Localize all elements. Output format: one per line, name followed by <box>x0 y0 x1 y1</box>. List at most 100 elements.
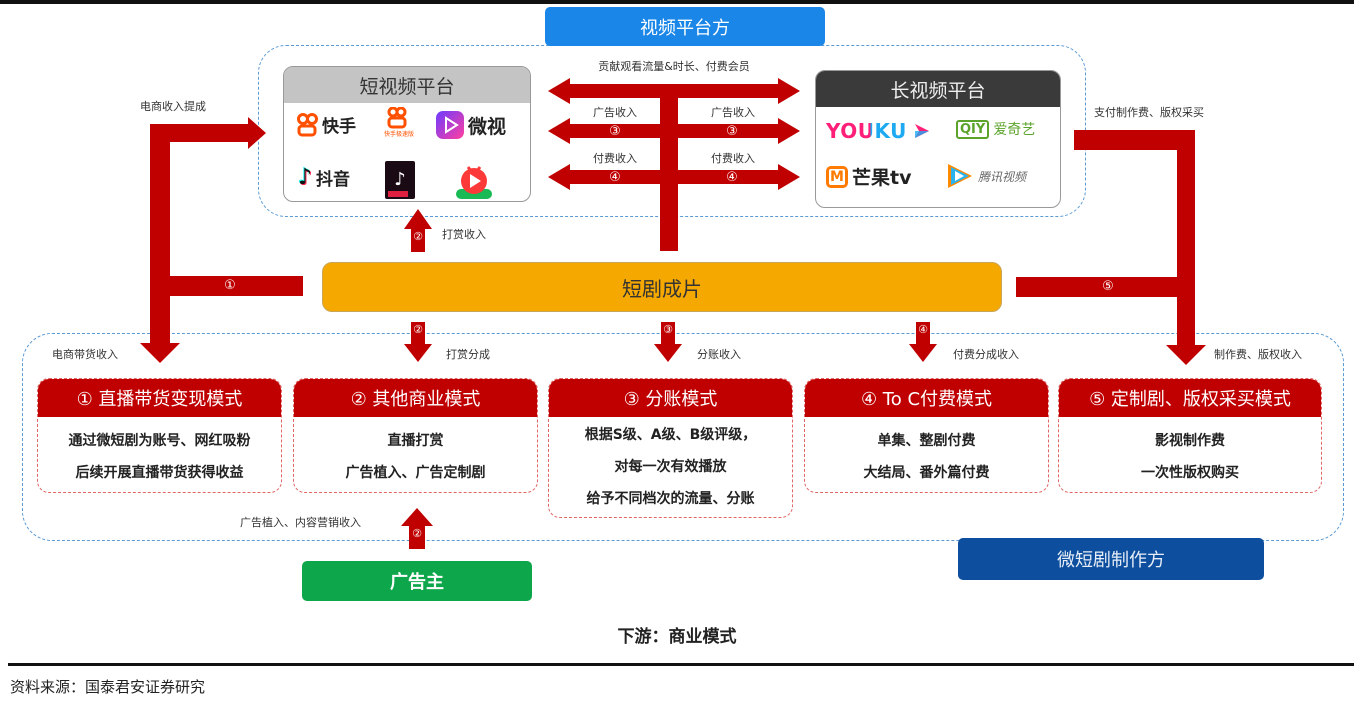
model-title: ⑤ 定制剧、版权采买模式 <box>1059 379 1321 417</box>
arrow-top-bidirectional <box>548 78 800 104</box>
weishi-logo: 微视 <box>436 111 506 139</box>
model-line: 给予不同档次的流量、分账 <box>586 491 755 507</box>
arrow-advertiser-up <box>401 508 433 549</box>
iqiyi-logo-icon: QIY <box>956 119 990 139</box>
tencent-video-logo-icon <box>944 161 974 191</box>
model-card-other-business: ② 其他商业模式 直播打赏 广告植入、广告定制剧 <box>293 378 538 493</box>
mango-tv-logo: M 芒果tv <box>826 163 911 190</box>
arrow-copyright-down <box>1166 345 1206 365</box>
label-production-copyright-income: 制作费、版权收入 <box>1214 348 1302 361</box>
marker-4-down: ④ <box>918 323 928 336</box>
long-video-platform-box: 长视频平台 YOUKU QIY 爱奇艺 M 芒果tv 腾讯视频 <box>815 70 1061 208</box>
label-tip-income: 打赏收入 <box>442 228 486 241</box>
kuaishou-lite-name: 快手极速版 <box>384 131 415 138</box>
advertiser-box: 广告主 <box>302 561 532 601</box>
video-platform-side-header: 视频平台方 <box>545 7 825 46</box>
producer-group-border <box>22 333 1344 541</box>
youku-logo-icon <box>913 122 931 140</box>
top-rule <box>0 0 1354 4</box>
arrow-tip-income-up <box>404 209 432 252</box>
douyin-logo: ♪ 抖音 <box>298 165 350 190</box>
arrow-split-down <box>654 322 682 362</box>
xigua-logo <box>454 161 498 201</box>
arrow-copyright-top <box>1074 130 1194 150</box>
arrow-5-branch <box>1016 277 1177 297</box>
arrow-center-stem <box>660 98 678 251</box>
iqiyi-name: 爱奇艺 <box>993 122 1036 138</box>
label-split-income: 分账收入 <box>697 348 741 361</box>
label-ad-income-left: 广告收入 <box>593 106 637 119</box>
label-tip-share: 打赏分成 <box>446 348 490 361</box>
marker-3-down: ③ <box>663 323 673 336</box>
source-note: 资料来源：国泰君安证券研究 <box>10 678 206 696</box>
kuaishou-name: 快手 <box>322 117 356 137</box>
marker-2-down: ② <box>413 323 423 336</box>
weishi-logo-icon <box>436 111 464 139</box>
model-line: 广告植入、广告定制剧 <box>345 465 486 481</box>
short-video-platform-box: 短视频平台 快手 快手极速版 微视 ♪ 抖音 ♪ <box>283 66 531 202</box>
arrow-ecom-to-short-platform <box>170 117 266 149</box>
marker-4-right: ④ <box>726 170 738 185</box>
label-pay-income-left: 付费收入 <box>593 152 637 165</box>
iqiyi-logo: QIY 爱奇艺 <box>956 119 1035 139</box>
douyin-lite-logo: ♪ <box>385 161 419 199</box>
tencent-video-name: 腾讯视频 <box>978 169 1027 184</box>
weishi-name: 微视 <box>468 115 507 138</box>
model-line: 一次性版权购买 <box>1141 465 1239 481</box>
label-ad-income-right: 广告收入 <box>711 106 755 119</box>
label-pay-production-fee: 支付制作费、版权采买 <box>1094 106 1204 119</box>
figure-caption: 下游：商业模式 <box>617 627 737 647</box>
model-title: ① 直播带货变现模式 <box>38 379 281 417</box>
arrow-1-branch <box>170 276 303 296</box>
producer-side-header: 微短剧制作方 <box>958 538 1264 580</box>
marker-4-left: ④ <box>609 170 621 185</box>
short-video-platform-title: 短视频平台 <box>284 67 530 103</box>
model-line: 影视制作费 <box>1155 433 1225 449</box>
marker-1: ① <box>224 278 236 293</box>
mango-tv-logo-icon: M <box>826 165 848 188</box>
model-line: 单集、整剧付费 <box>877 433 976 449</box>
label-ecommerce-commission: 电商收入提成 <box>140 100 206 113</box>
model-line: 对每一次有效播放 <box>614 459 727 475</box>
xigua-logo-icon <box>454 161 494 201</box>
youku-name: YOUKU <box>826 119 907 143</box>
marker-2-advertiser: ② <box>412 527 422 540</box>
tencent-video-logo: 腾讯视频 <box>944 161 1026 191</box>
label-traffic-membership: 贡献观看流量&时长、付费会员 <box>598 60 750 73</box>
arrow-ecom-stem <box>150 124 170 344</box>
label-ad-content-marketing-income: 广告植入、内容营销收入 <box>240 516 361 529</box>
douyin-logo-icon: ♪ <box>298 165 313 190</box>
model-line: 通过微短剧为账号、网红吸粉 <box>68 433 251 449</box>
youku-logo: YOUKU <box>826 119 935 143</box>
bottom-rule <box>8 663 1354 666</box>
model-card-to-c-payment: ④ To C付费模式 单集、整剧付费 大结局、番外篇付费 <box>804 378 1049 493</box>
model-line: 后续开展直播带货获得收益 <box>75 465 244 481</box>
marker-2-up: ② <box>413 230 423 243</box>
model-line: 直播打赏 <box>387 433 444 449</box>
arrow-copyright-stem <box>1177 130 1195 350</box>
kuaishou-lite-logo: 快手极速版 <box>384 107 414 138</box>
marker-3-right: ③ <box>726 124 738 139</box>
model-title: ④ To C付费模式 <box>805 379 1048 417</box>
arrow-pay-share-down <box>909 322 937 362</box>
model-title: ② 其他商业模式 <box>294 379 537 417</box>
long-video-platform-title: 长视频平台 <box>816 71 1060 107</box>
model-line: 根据S级、A级、B级评级， <box>584 427 757 443</box>
arrow-tip-share-down <box>404 322 432 362</box>
douyin-name: 抖音 <box>316 170 351 190</box>
label-pay-income-right: 付费收入 <box>711 152 755 165</box>
douyin-lite-logo-icon: ♪ <box>385 161 415 199</box>
mango-tv-name: 芒果tv <box>852 167 912 189</box>
marker-3-left: ③ <box>609 124 621 139</box>
kuaishou-logo-icon <box>296 112 318 137</box>
model-title: ③ 分账模式 <box>549 379 792 417</box>
model-card-livestream-ecommerce: ① 直播带货变现模式 通过微短剧为账号、网红吸粉 后续开展直播带货获得收益 <box>37 378 282 493</box>
kuaishou-lite-logo-icon <box>386 107 408 129</box>
label-pay-share-income: 付费分成收入 <box>953 348 1019 361</box>
marker-5: ⑤ <box>1102 279 1114 294</box>
short-drama-product-bar: 短剧成片 <box>322 262 1002 312</box>
model-card-custom-copyright: ⑤ 定制剧、版权采买模式 影视制作费 一次性版权购买 <box>1058 378 1322 493</box>
label-ecommerce-sales-income: 电商带货收入 <box>52 348 118 361</box>
arrow-ecom-down <box>140 343 180 363</box>
